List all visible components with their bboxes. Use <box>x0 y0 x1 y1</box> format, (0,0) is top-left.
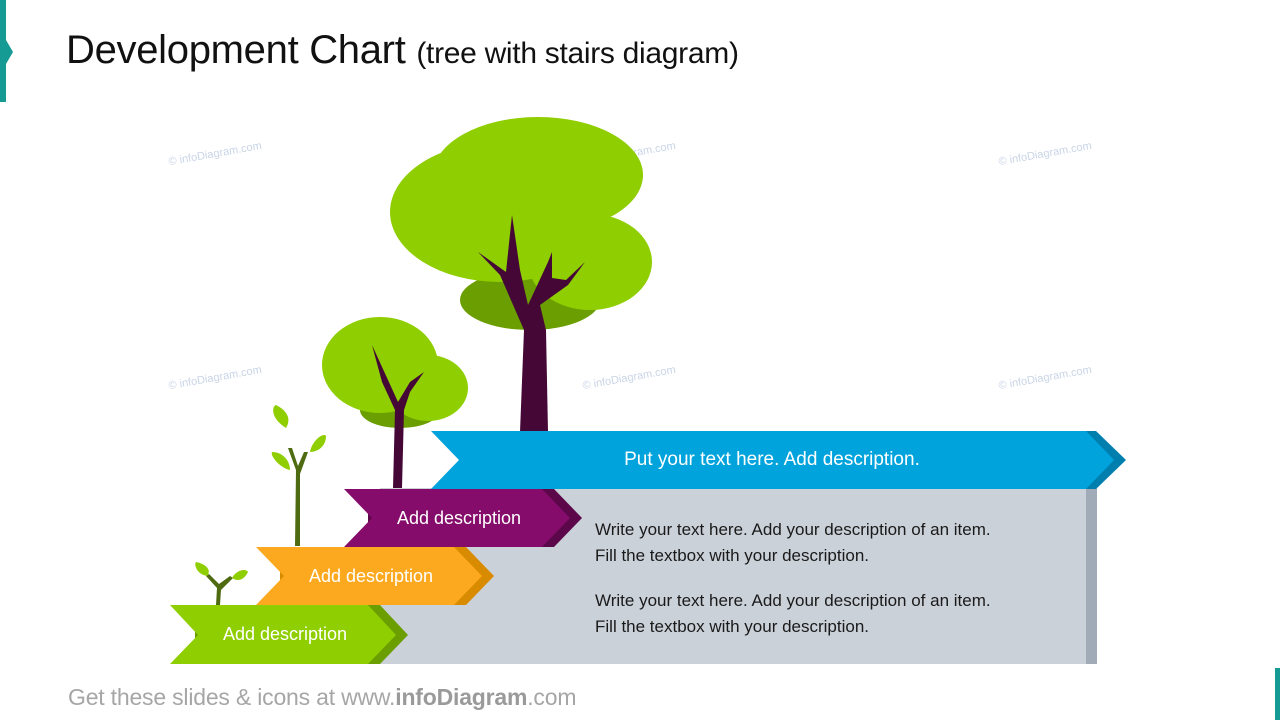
step-3-arrow <box>344 489 582 547</box>
page-title: Development Chart (tree with stairs diag… <box>66 28 739 73</box>
accent-bar-left <box>0 0 6 102</box>
large-tree-icon <box>390 117 652 432</box>
step-2-label: Add description <box>308 566 434 586</box>
accent-bar-right <box>1275 668 1280 720</box>
step-4-arrow <box>431 431 1126 489</box>
sapling-icon <box>271 405 326 546</box>
description-block-1: Write your text here. Add your descripti… <box>595 517 1075 569</box>
step-3-label: Add description <box>396 508 522 528</box>
title-subtitle: (tree with stairs diagram) <box>416 37 739 70</box>
footer-brand: infoDiagram <box>395 684 528 710</box>
description-1-line-2: Fill the textbox with your description. <box>595 546 870 565</box>
description-1-line-1: Write your text here. Add your descripti… <box>595 520 991 539</box>
footer-text: Get these slides & icons at www.infoDiag… <box>68 684 576 711</box>
step-2-arrow <box>256 547 494 605</box>
step-1-arrow <box>170 605 408 664</box>
step-1-label: Add description <box>222 624 348 644</box>
accent-notch <box>6 40 13 64</box>
description-2-line-2: Fill the textbox with your description. <box>595 617 870 636</box>
description-block-2: Write your text here. Add your descripti… <box>595 588 1075 640</box>
description-panel-side <box>1086 488 1097 664</box>
description-2-line-1: Write your text here. Add your descripti… <box>595 591 991 610</box>
footer-prefix: Get these slides & icons at www. <box>68 684 396 710</box>
step-4-label: Put your text here. Add description. <box>624 449 920 470</box>
sprout-icon <box>195 562 248 605</box>
title-main: Development Chart <box>66 28 406 72</box>
footer-suffix: .com <box>527 684 577 710</box>
young-tree-icon <box>322 317 468 488</box>
